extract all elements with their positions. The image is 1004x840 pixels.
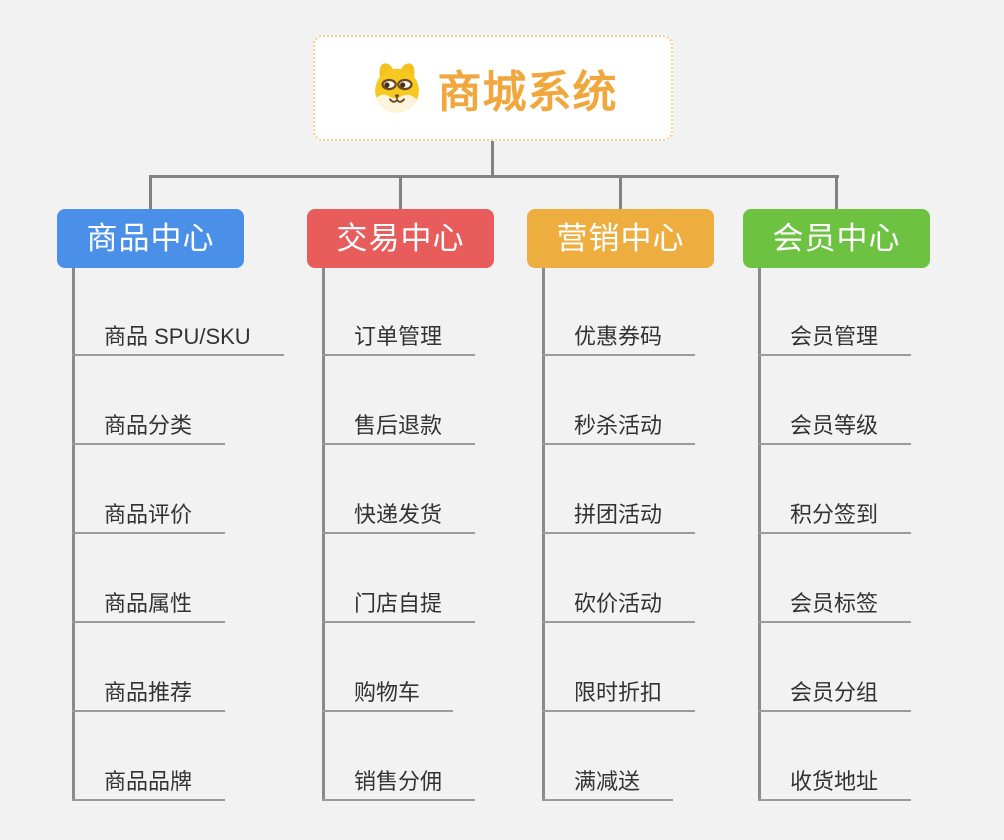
branch-spine (322, 268, 325, 801)
branch-trade-center: 交易中心 订单管理 售后退款 快递发货 门店自提 购物车 销售分佣 (307, 209, 587, 829)
leaf-node[interactable]: 商品 SPU/SKU (72, 322, 284, 356)
leaf-node[interactable]: 砍价活动 (542, 589, 696, 623)
branch-node-member-center[interactable]: 会员中心 (743, 209, 930, 268)
leaf-node[interactable]: 订单管理 (322, 322, 476, 356)
leaf-node[interactable]: 限时折扣 (542, 678, 696, 712)
branch-product-center: 商品中心 商品 SPU/SKU 商品分类 商品评价 商品属性 商品推荐 商品品牌 (57, 209, 337, 829)
leaf-node[interactable]: 购物车 (322, 678, 454, 712)
leaf-node[interactable]: 会员等级 (758, 411, 912, 445)
branch-member-center: 会员中心 会员管理 会员等级 积分签到 会员标签 会员分组 收货地址 (743, 209, 1004, 829)
leaf-node[interactable]: 商品分类 (72, 411, 226, 445)
leaf-node[interactable]: 商品推荐 (72, 678, 226, 712)
leaf-node[interactable]: 销售分佣 (322, 767, 476, 801)
leaf-node[interactable]: 收货地址 (758, 767, 912, 801)
leaf-node[interactable]: 会员管理 (758, 322, 912, 356)
connector-drop-product-center (149, 176, 152, 209)
leaf-node[interactable]: 秒杀活动 (542, 411, 696, 445)
branch-spine (72, 268, 75, 801)
branch-node-marketing-center[interactable]: 营销中心 (527, 209, 714, 268)
connector-root-stem (491, 140, 494, 178)
connector-drop-marketing-center (619, 176, 622, 209)
leaf-node[interactable]: 会员分组 (758, 678, 912, 712)
leaf-node[interactable]: 售后退款 (322, 411, 476, 445)
shiba-dog-face-icon (374, 63, 419, 113)
leaf-node[interactable]: 满减送 (542, 767, 674, 801)
connector-horizontal-bar (149, 175, 839, 178)
branch-node-trade-center[interactable]: 交易中心 (307, 209, 494, 268)
leaf-node[interactable]: 积分签到 (758, 500, 912, 534)
leaf-node[interactable]: 会员标签 (758, 589, 912, 623)
branch-marketing-center: 营销中心 优惠券码 秒杀活动 拼团活动 砍价活动 限时折扣 满减送 (527, 209, 807, 829)
branch-spine (542, 268, 545, 801)
leaf-node[interactable]: 拼团活动 (542, 500, 696, 534)
connector-drop-trade-center (399, 176, 402, 209)
root-node[interactable]: 商城系统 (313, 35, 673, 141)
leaf-node[interactable]: 商品评价 (72, 500, 226, 534)
leaf-node[interactable]: 优惠券码 (542, 322, 696, 356)
leaf-node[interactable]: 门店自提 (322, 589, 476, 623)
connector-drop-member-center (835, 176, 838, 209)
root-node-title: 商城系统 (437, 68, 618, 117)
leaf-node[interactable]: 商品品牌 (72, 767, 226, 801)
branch-spine (758, 268, 761, 801)
leaf-node[interactable]: 快递发货 (322, 500, 476, 534)
branch-node-product-center[interactable]: 商品中心 (57, 209, 244, 268)
leaf-node[interactable]: 商品属性 (72, 589, 226, 623)
